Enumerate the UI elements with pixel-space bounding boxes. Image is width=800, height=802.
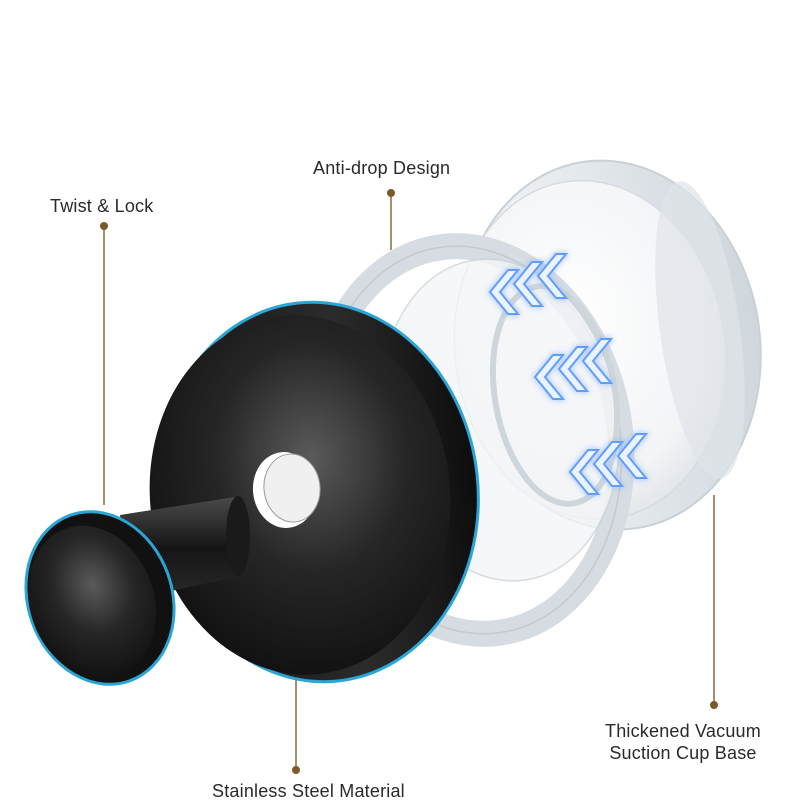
label-twist-lock: Twist & Lock (50, 196, 154, 216)
steel-disc (149, 300, 480, 684)
label-stainless: Stainless Steel Material (212, 781, 405, 801)
label-thickened: Thickened Vacuum Suction Cup Base (605, 720, 761, 764)
chevron-arrows-icon (488, 253, 649, 495)
label-thickened-line2: Suction Cup Base (609, 743, 757, 763)
hook-knob (24, 510, 176, 686)
label-anti-drop: Anti-drop Design (313, 158, 451, 178)
label-thickened-line1: Thickened Vacuum (605, 721, 761, 741)
leader-lines (100, 189, 718, 774)
